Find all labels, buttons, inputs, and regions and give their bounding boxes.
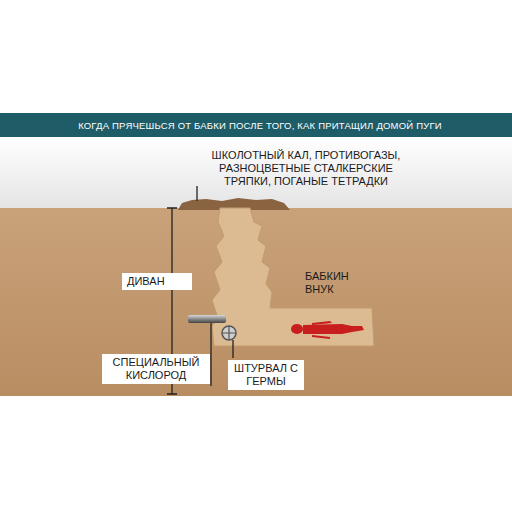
title-text: КОГДА ПРЯЧЕШЬСЯ ОТ БАБКИ ПОСЛЕ ТОГО, КАК… (4, 115, 512, 137)
callout-label: СПЕЦИАЛЬНЫЙ КИСЛОРОД (102, 354, 210, 384)
callout-label: ШТУРВАЛ С ГЕРМЫ (228, 360, 304, 390)
oxygen-pipe (188, 315, 226, 323)
helm-wheel (222, 326, 236, 340)
ground (0, 208, 512, 396)
dimension-label: ДИВАН (122, 273, 192, 290)
tunnel (212, 208, 374, 346)
callout-label: ШКОЛОТНЫЙ КАЛ, ПРОТИВОГАЗЫ, РАЗНОЦВЕТНЫЕ… (203, 147, 409, 190)
sky (0, 137, 512, 209)
callout-label: БАБКИН ВНУК (300, 268, 370, 298)
grandson-figure (291, 321, 364, 339)
